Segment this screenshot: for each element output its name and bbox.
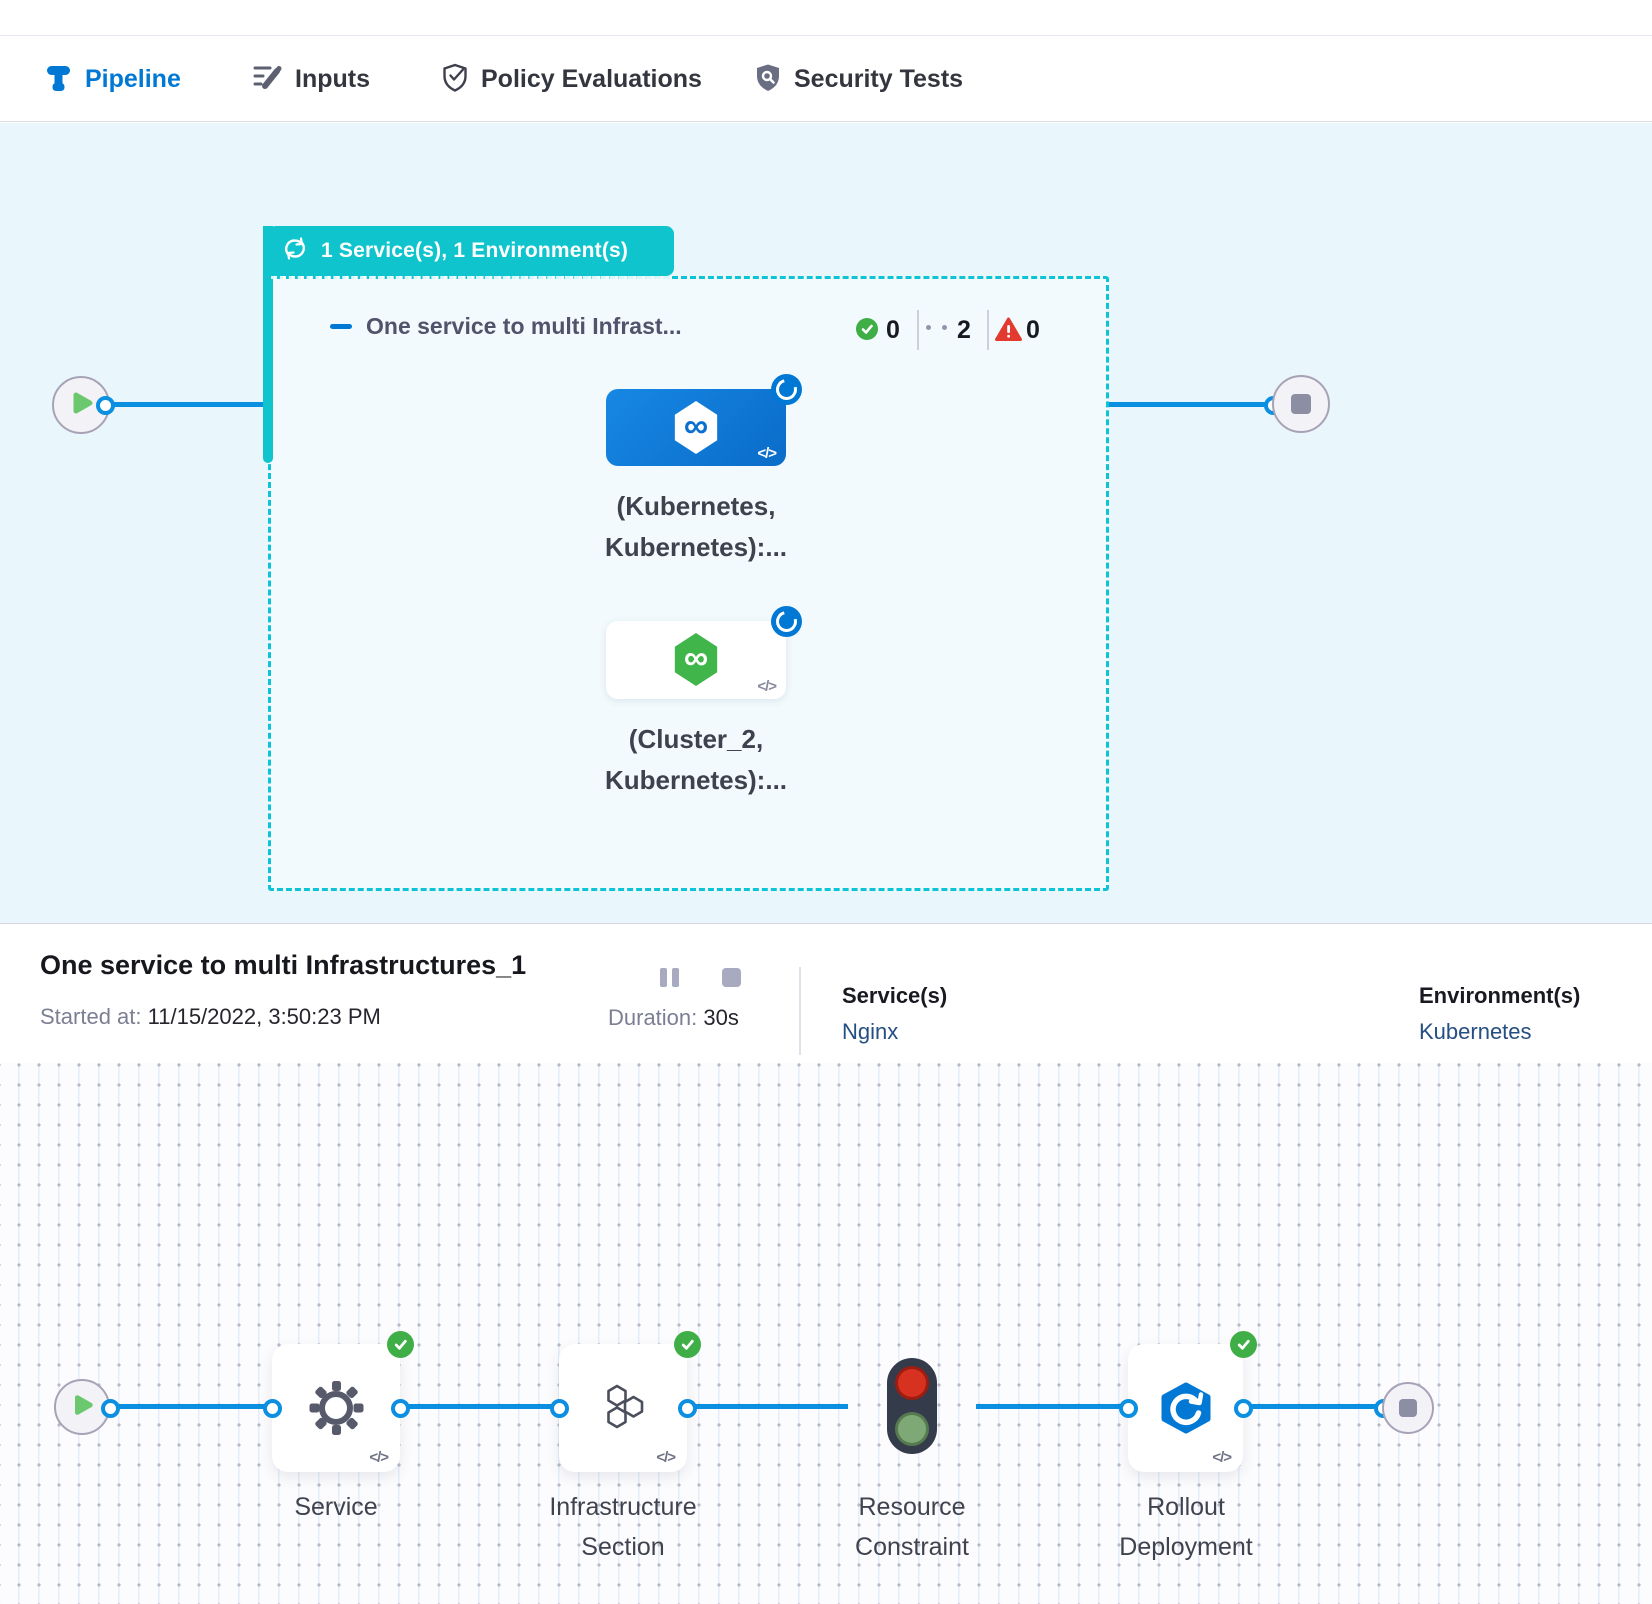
edge-stage-to-end [1107, 402, 1274, 407]
success-count: 0 [886, 316, 900, 344]
warning-triangle-icon [995, 317, 1022, 347]
count-divider [917, 310, 919, 350]
stage-graph-canvas[interactable]: 1 Service(s), 1 Environment(s) One servi… [0, 123, 1652, 923]
top-strip [0, 0, 1652, 36]
harness-logo-icon: ∞ [674, 401, 718, 454]
failed-count: 0 [1026, 316, 1040, 344]
count-divider [987, 310, 989, 350]
harness-logo-icon: ∞ [674, 633, 718, 686]
play-icon [68, 1391, 96, 1424]
steps-start-node[interactable] [54, 1379, 110, 1435]
stage-matrix-badge[interactable]: 1 Service(s), 1 Environment(s) [268, 226, 674, 276]
badge-dash-overlay [271, 276, 669, 279]
step-label-infrastructure: Infrastructure Section [549, 1493, 697, 1561]
code-icon: </> [369, 1449, 389, 1466]
play-icon [66, 388, 96, 423]
code-icon: </> [656, 1449, 676, 1466]
connector-dot [391, 1399, 410, 1418]
inputs-icon [252, 63, 282, 96]
step-success-icon [1230, 1331, 1257, 1358]
tab-inputs[interactable]: Inputs [252, 37, 370, 122]
pipeline-icon [45, 62, 72, 97]
tab-policy-evaluations-label: Policy Evaluations [481, 65, 702, 93]
step-graph-canvas[interactable]: </> </> </> [0, 1063, 1652, 1604]
pause-icon[interactable] [660, 968, 679, 987]
running-spinner-icon [771, 374, 802, 405]
edge [1243, 1404, 1383, 1409]
connector-dot [550, 1399, 569, 1418]
services-label: Service(s) [842, 983, 948, 1008]
edge [110, 1404, 272, 1409]
code-icon: </> [1212, 1449, 1232, 1466]
gear-icon [308, 1380, 364, 1436]
services-value-link[interactable]: Nginx [842, 1019, 899, 1044]
step-rollout-deployment[interactable]: </> [1128, 1344, 1243, 1472]
step-infrastructure[interactable]: </> [559, 1344, 687, 1472]
tab-pipeline[interactable]: Pipeline [45, 37, 181, 122]
stop-icon[interactable] [722, 968, 741, 987]
edge [400, 1404, 559, 1409]
edge [976, 1404, 1128, 1409]
edge-start-to-stage [104, 402, 270, 407]
matrix-stage-box[interactable] [268, 276, 1109, 891]
matrix-node-kubernetes[interactable]: ∞ </> [606, 389, 786, 466]
stop-icon [1291, 394, 1311, 414]
tab-inputs-label: Inputs [295, 65, 370, 93]
connector-dot [1119, 1399, 1138, 1418]
tab-security-tests[interactable]: Security Tests [755, 37, 963, 122]
connector-dot [263, 1399, 282, 1418]
tab-pipeline-label: Pipeline [85, 65, 181, 93]
tab-security-tests-label: Security Tests [794, 65, 964, 93]
started-at: Started at: 11/15/2022, 3:50:23 PM [40, 1004, 381, 1029]
connector-dot [1234, 1399, 1253, 1418]
environments-label: Environment(s) [1419, 983, 1581, 1008]
connector-dot [678, 1399, 697, 1418]
code-icon: </> [757, 445, 777, 462]
execution-info-bar: One service to multi Infrastructures_1 S… [0, 923, 1652, 1063]
rollout-deployment-icon [1161, 1382, 1211, 1434]
stage-title: One service to multi Infrast... [366, 313, 682, 339]
running-dot-icon [926, 325, 931, 330]
execution-title: One service to multi Infrastructures_1 [40, 950, 527, 980]
collapse-stage-icon[interactable] [330, 324, 352, 329]
tab-bar: Pipeline Inputs Policy Evaluations [0, 37, 1652, 160]
step-success-icon [387, 1331, 414, 1358]
connector-dot [101, 1399, 120, 1418]
cycle-icon [280, 235, 310, 267]
running-count: 2 [957, 316, 971, 344]
shield-check-icon [442, 63, 468, 97]
code-icon: </> [757, 678, 777, 695]
hexagons-icon [607, 1384, 644, 1429]
tab-policy-evaluations[interactable]: Policy Evaluations [442, 37, 702, 122]
success-count-icon [856, 318, 878, 340]
edge [687, 1404, 848, 1409]
running-dot-icon [942, 325, 947, 330]
matrix-node-cluster2-label: (Cluster_2, Kubernetes):... [604, 724, 788, 795]
stop-icon [1399, 1399, 1417, 1417]
step-success-icon [674, 1331, 701, 1358]
connector-dot [96, 396, 115, 415]
step-service[interactable]: </> [272, 1344, 400, 1472]
traffic-light-red [895, 1366, 929, 1400]
stage-matrix-badge-label: 1 Service(s), 1 Environment(s) [321, 239, 629, 262]
stage-selected-bar [263, 226, 273, 463]
steps-end-node[interactable] [1382, 1382, 1434, 1434]
environments-value-link[interactable]: Kubernetes [1419, 1019, 1532, 1044]
step-label-resource-constraint: Resource Constraint [855, 1493, 969, 1561]
matrix-node-cluster2[interactable]: ∞ </> [606, 621, 786, 699]
step-label-rollout-deployment: Rollout Deployment [1119, 1493, 1253, 1561]
matrix-node-kubernetes-label: (Kubernetes, Kubernetes):... [604, 491, 788, 562]
running-spinner-icon [771, 606, 802, 637]
step-label-service: Service [294, 1493, 378, 1521]
pipeline-end-node[interactable] [1272, 375, 1330, 433]
duration: Duration: 30s [608, 1005, 739, 1030]
shield-search-icon [755, 63, 781, 97]
info-divider [799, 967, 801, 1055]
traffic-light-green [895, 1412, 929, 1446]
